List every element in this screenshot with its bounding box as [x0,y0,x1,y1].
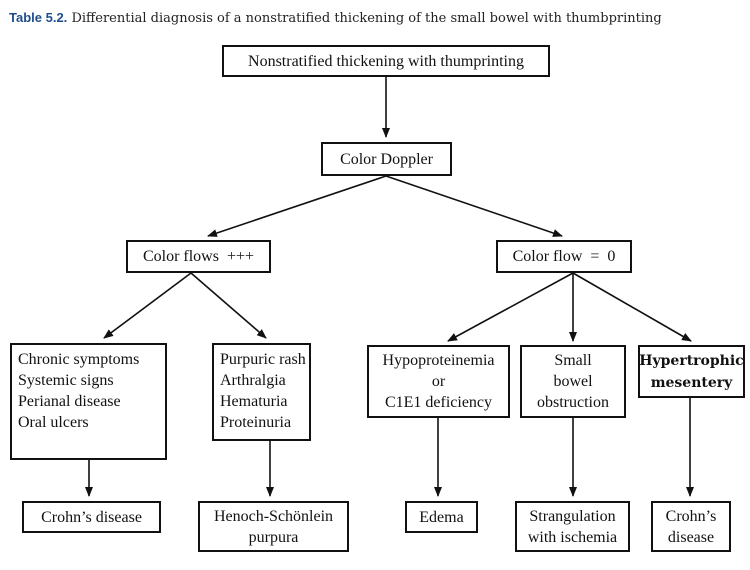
arrow-flow-zero-to-hypoprotein [447,272,574,342]
arrow-flow-zero-to-mesentery [572,272,692,342]
node-line: Small [554,352,592,369]
node-line: Crohn’s disease [41,508,142,526]
node-edema: Edema [405,501,478,533]
caption-text: Differential diagnosis of a nonstratifie… [71,11,662,26]
node-strangulation: Strangulation with ischemia [515,501,630,552]
arrow-doppler-to-flows-pos [207,175,387,237]
node-hypoproteinemia: Hypoproteinemia or C1E1 deficiency [367,345,510,418]
node-line: Hematuria [220,393,288,410]
node-line: Nonstratified thickening with thumprinti… [248,52,524,70]
node-line: C1E1 deficiency [384,394,493,411]
node-crohns-disease: Crohn’s disease [22,501,161,533]
node-line: Hypertrophic [639,352,744,369]
node-line: Proteinuria [220,414,292,431]
node-line: Crohn’s [665,507,717,525]
node-hsp-signs: Purpuric rash Arthralgia Hematuria Prote… [212,343,311,441]
node-line: bowel [553,373,593,390]
node-crohn-signs: Chronic symptoms Systemic signs Perianal… [10,343,167,460]
node-line: Perianal disease [18,393,121,410]
node-color-flow-zero: Color flow = 0 [496,240,632,273]
node-root: Nonstratified thickening with thumprinti… [222,45,550,77]
node-line: Henoch-Schönlein [213,507,334,525]
caption-label: Table 5.2. [9,10,68,25]
node-hypertrophic-mesentery: Hypertrophic mesentery [638,345,745,398]
node-line: Arthralgia [220,372,286,389]
node-line: Edema [419,508,464,526]
node-line: Chronic symptoms [18,351,140,368]
arrow-flows-pos-to-crohn-signs [103,272,192,339]
node-line: disease [667,528,715,546]
node-line: Systemic signs [18,372,114,389]
node-line: Purpuric rash [220,351,306,368]
node-line: Color flows +++ [142,248,255,265]
node-line: Oral ulcers [18,414,89,431]
table-caption: Table 5.2. Differential diagnosis of a n… [9,10,662,26]
node-line: Color flow = 0 [512,248,616,265]
node-line: with ischemia [527,528,618,546]
node-line: or [431,373,446,390]
node-crohns-disease-2: Crohn’s disease [651,501,731,552]
arrow-flows-pos-to-hsp-signs [190,272,267,339]
node-line: Color Doppler [340,150,433,168]
node-line: Hypoproteinemia [382,352,495,369]
node-small-bowel-obstruction: Small bowel obstruction [520,345,626,418]
node-color-flows-positive: Color flows +++ [126,240,271,273]
node-line: purpura [248,528,299,546]
node-color-doppler: Color Doppler [321,142,452,176]
node-line: obstruction [537,394,609,411]
node-line: Strangulation [529,507,616,525]
node-line: mesentery [650,374,733,391]
arrow-doppler-to-flow-zero [385,175,563,237]
node-henoch-schonlein: Henoch-Schönlein purpura [198,501,349,552]
